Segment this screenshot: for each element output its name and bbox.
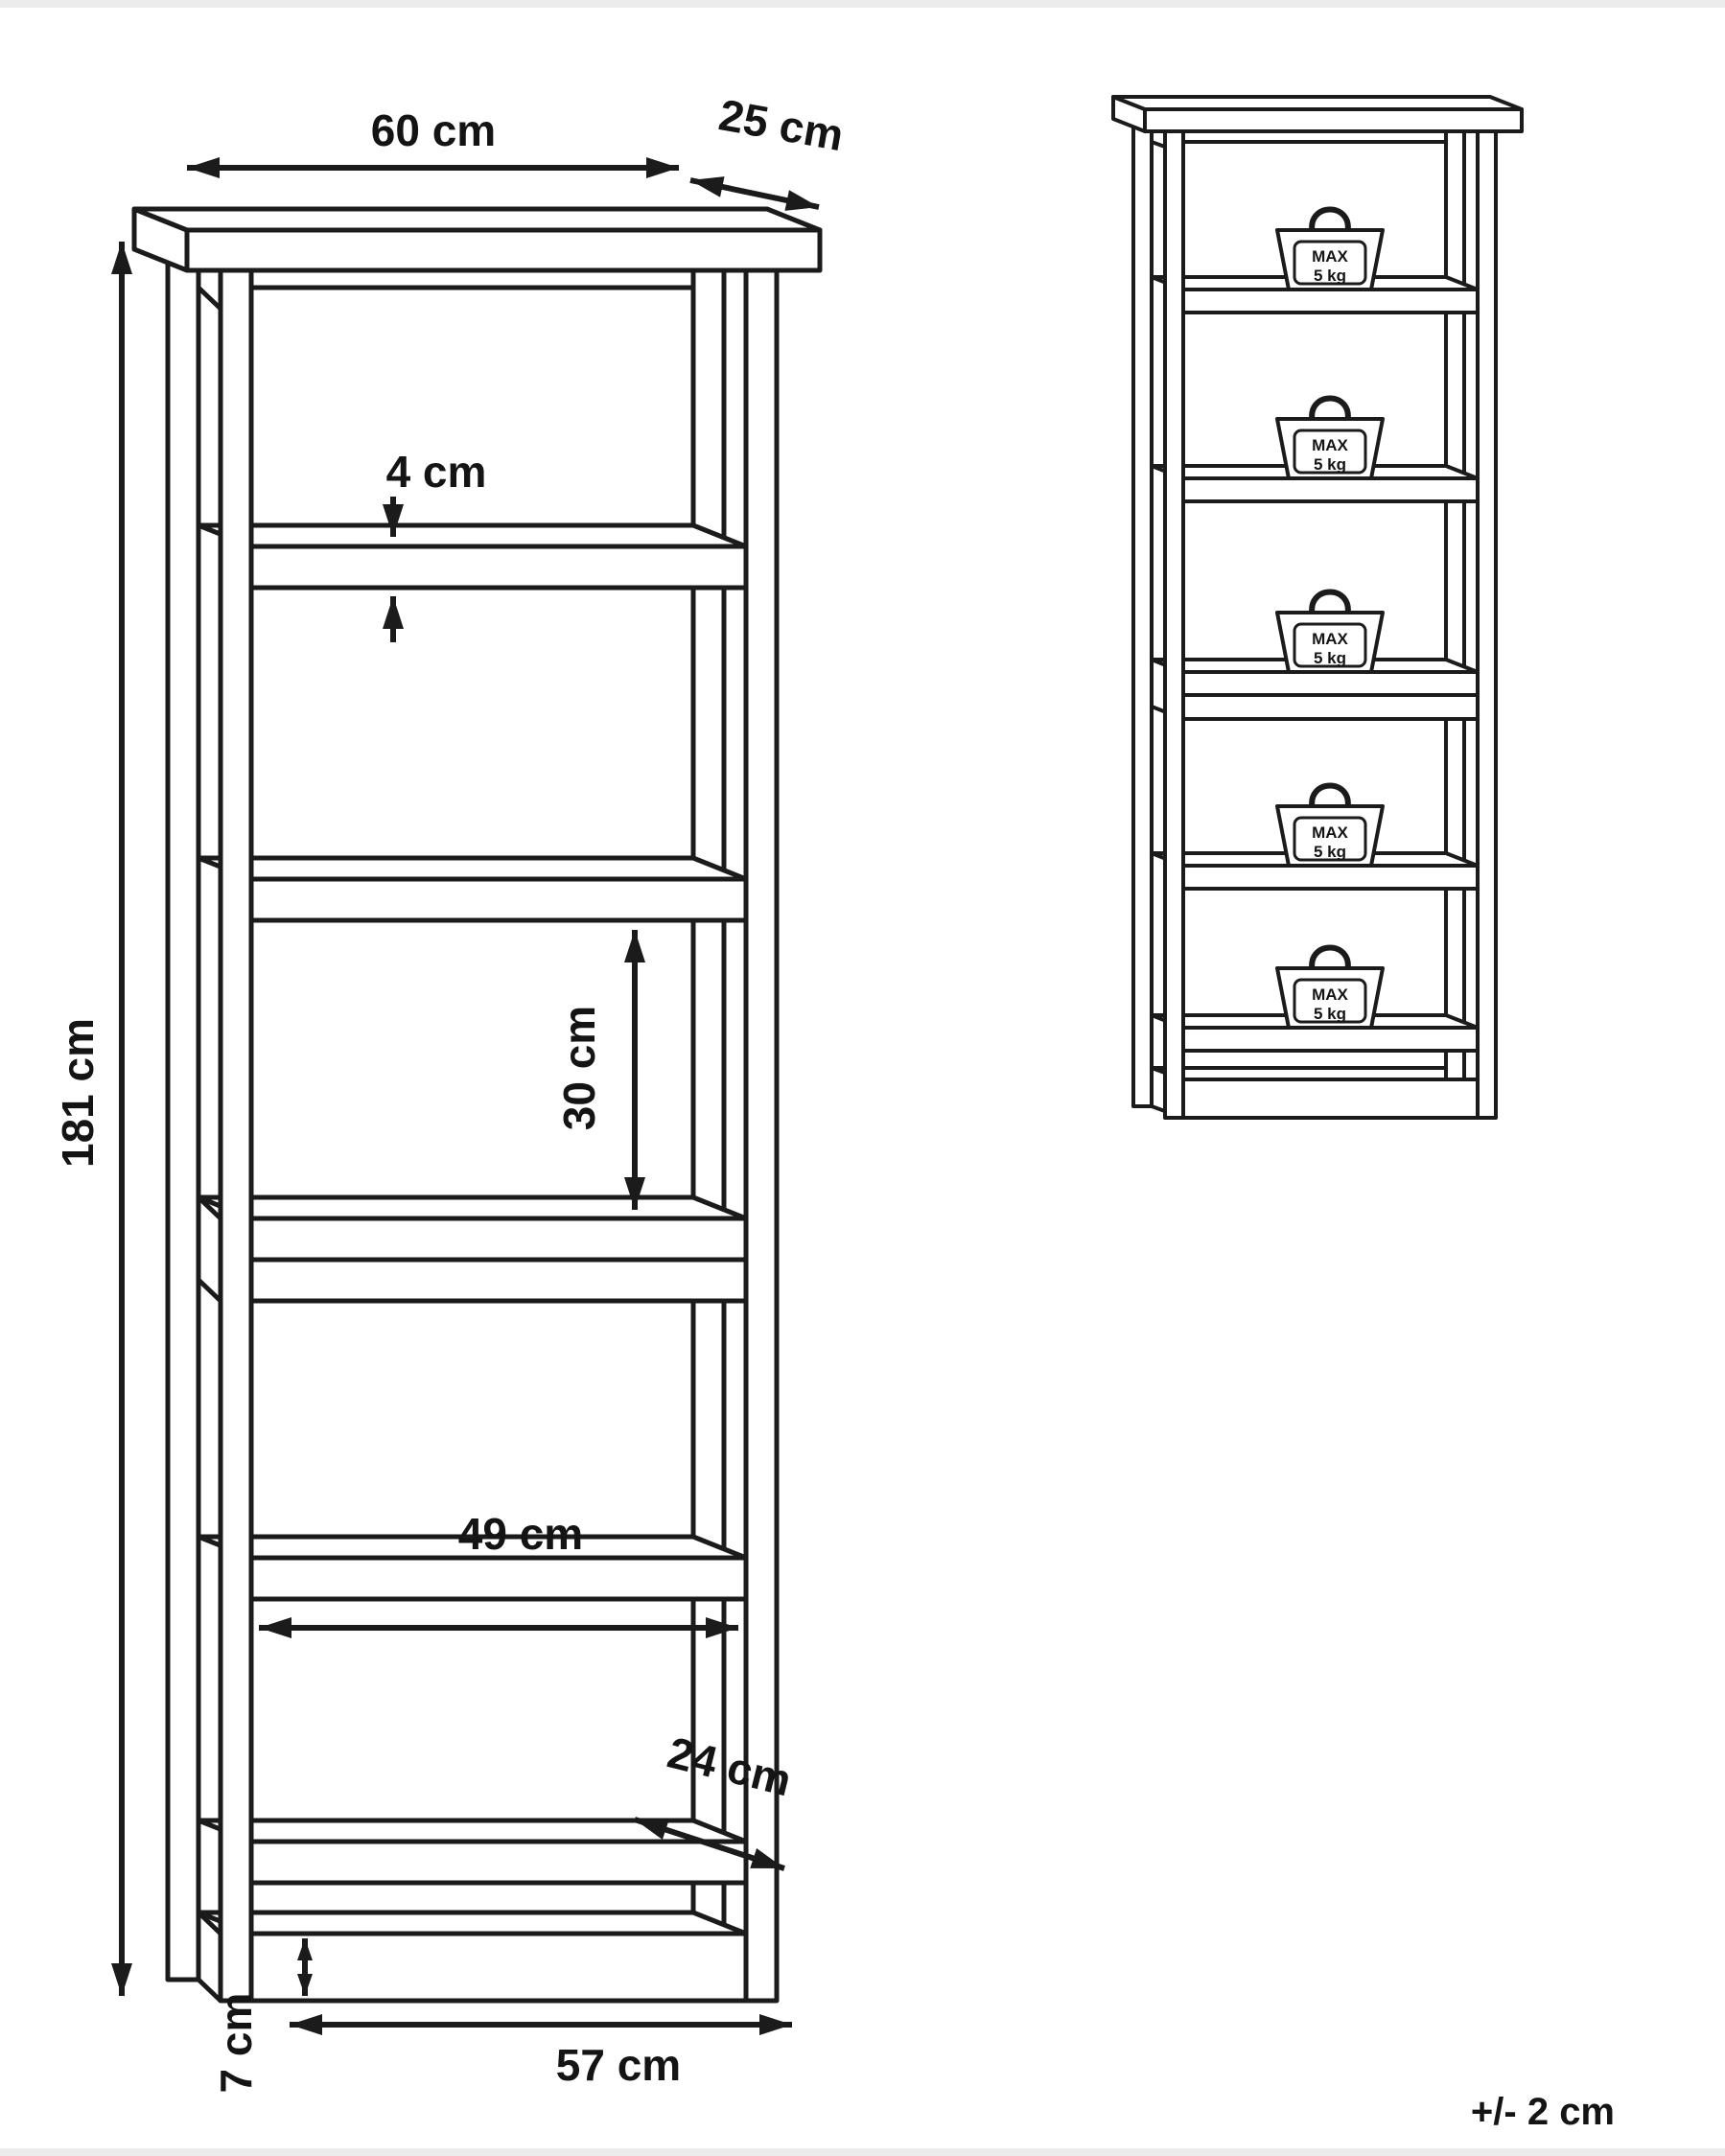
weight-icon-2: MAX 5 kg bbox=[1275, 395, 1385, 480]
weight-label-box bbox=[1293, 978, 1367, 1024]
weight-max-label: MAX bbox=[1312, 985, 1348, 1004]
shelf-2-surface bbox=[196, 855, 749, 882]
dimension-shelf-thickness: 4 cm bbox=[383, 447, 487, 642]
small-back-left-post bbox=[1131, 118, 1154, 1108]
weight-label-box bbox=[1293, 429, 1367, 475]
bookshelf-main-view bbox=[131, 206, 823, 2004]
dimension-label-top-depth: 25 cm bbox=[715, 89, 847, 160]
weight-value-label: 5 kg bbox=[1314, 649, 1346, 667]
small-module-joint-rail-lower bbox=[1181, 693, 1480, 721]
dimension-label-top-width: 60 cm bbox=[371, 105, 496, 155]
dimension-label-base-height: 7 cm bbox=[211, 1993, 261, 2094]
small-back-right-post bbox=[1444, 118, 1466, 1108]
dimension-base-width: 57 cm bbox=[290, 2014, 792, 2090]
side-rail-middle bbox=[196, 1194, 223, 1304]
small-front-left-post bbox=[1163, 129, 1185, 1120]
weight-handle bbox=[1309, 782, 1351, 813]
module-joint-rail-lower bbox=[248, 1257, 749, 1304]
weight-icon-5: MAX 5 kg bbox=[1275, 944, 1385, 1030]
bottom-rail-surface bbox=[196, 1910, 749, 1936]
top-edge-band bbox=[0, 0, 1725, 8]
dimension-label-height: 181 cm bbox=[53, 1018, 103, 1168]
dimension-line bbox=[689, 176, 820, 211]
dimension-shelf-gap: 30 cm bbox=[554, 930, 645, 1210]
top-board-surface bbox=[131, 206, 823, 233]
bookshelf-load-view: MAX 5 kg MAX 5 kg MAX 5 kg MAX 5 kg bbox=[1111, 95, 1524, 1120]
weight-max-label: MAX bbox=[1312, 823, 1348, 842]
dimension-inner-width: 49 cm bbox=[259, 1509, 738, 1638]
bottom-edge-band bbox=[0, 2148, 1725, 2156]
front-right-post bbox=[743, 267, 780, 2004]
shelf-5-front bbox=[248, 1839, 749, 1886]
back-left-post bbox=[165, 246, 201, 1982]
weight-icon-4: MAX 5 kg bbox=[1275, 782, 1385, 868]
dimension-label-shelf-thickness: 4 cm bbox=[386, 447, 487, 497]
shelf-1-surface bbox=[196, 522, 749, 549]
tolerance-note: +/- 2 cm bbox=[1471, 2091, 1615, 2133]
weight-handle bbox=[1309, 206, 1351, 237]
weight-max-label: MAX bbox=[1312, 436, 1348, 454]
weight-value-label: 5 kg bbox=[1314, 267, 1346, 285]
weight-icon-3: MAX 5 kg bbox=[1275, 589, 1385, 674]
dimension-top-width: 60 cm bbox=[187, 105, 679, 178]
dimension-label-base-width: 57 cm bbox=[556, 2040, 681, 2090]
module-joint-rail-upper bbox=[248, 1216, 749, 1263]
small-top-board-front bbox=[1143, 107, 1524, 133]
weight-value-label: 5 kg bbox=[1314, 843, 1346, 861]
weight-value-label: 5 kg bbox=[1314, 1005, 1346, 1023]
bottom-front-rail bbox=[248, 1931, 749, 2004]
shelf-4-front bbox=[248, 1555, 749, 1602]
small-shelf-5-front bbox=[1181, 1026, 1480, 1053]
weight-handle bbox=[1309, 944, 1351, 975]
dimension-top-depth: 25 cm bbox=[689, 89, 848, 211]
small-front-right-post bbox=[1476, 129, 1498, 1120]
weight-handle bbox=[1309, 589, 1351, 619]
small-shelf-2-front bbox=[1181, 476, 1480, 503]
dimension-line bbox=[634, 1817, 785, 1871]
small-bottom-front-rail bbox=[1181, 1078, 1480, 1120]
dimension-base-height: 7 cm bbox=[211, 1938, 313, 2094]
weight-max-label: MAX bbox=[1312, 630, 1348, 648]
weight-max-label: MAX bbox=[1312, 247, 1348, 266]
front-left-post bbox=[218, 267, 254, 2004]
weight-label-box bbox=[1293, 816, 1367, 862]
shelf-1-front bbox=[248, 544, 749, 591]
small-module-joint-rail-upper bbox=[1181, 670, 1480, 697]
shelf-2-front bbox=[248, 876, 749, 923]
dimension-height: 181 cm bbox=[53, 242, 132, 1996]
weight-label-box bbox=[1293, 240, 1367, 286]
dimension-label-inner-width: 49 cm bbox=[458, 1509, 583, 1559]
weight-label-box bbox=[1293, 622, 1367, 668]
shelf-3-surface bbox=[196, 1194, 749, 1221]
small-shelf-1-front bbox=[1181, 288, 1480, 314]
top-board-front bbox=[184, 227, 823, 273]
weight-icon-1: MAX 5 kg bbox=[1275, 206, 1385, 291]
weight-handle bbox=[1309, 395, 1351, 426]
back-right-post bbox=[690, 246, 727, 1982]
small-shelf-4-front bbox=[1181, 864, 1480, 891]
dimension-label-shelf-gap: 30 cm bbox=[554, 1006, 604, 1130]
weight-value-label: 5 kg bbox=[1314, 455, 1346, 474]
